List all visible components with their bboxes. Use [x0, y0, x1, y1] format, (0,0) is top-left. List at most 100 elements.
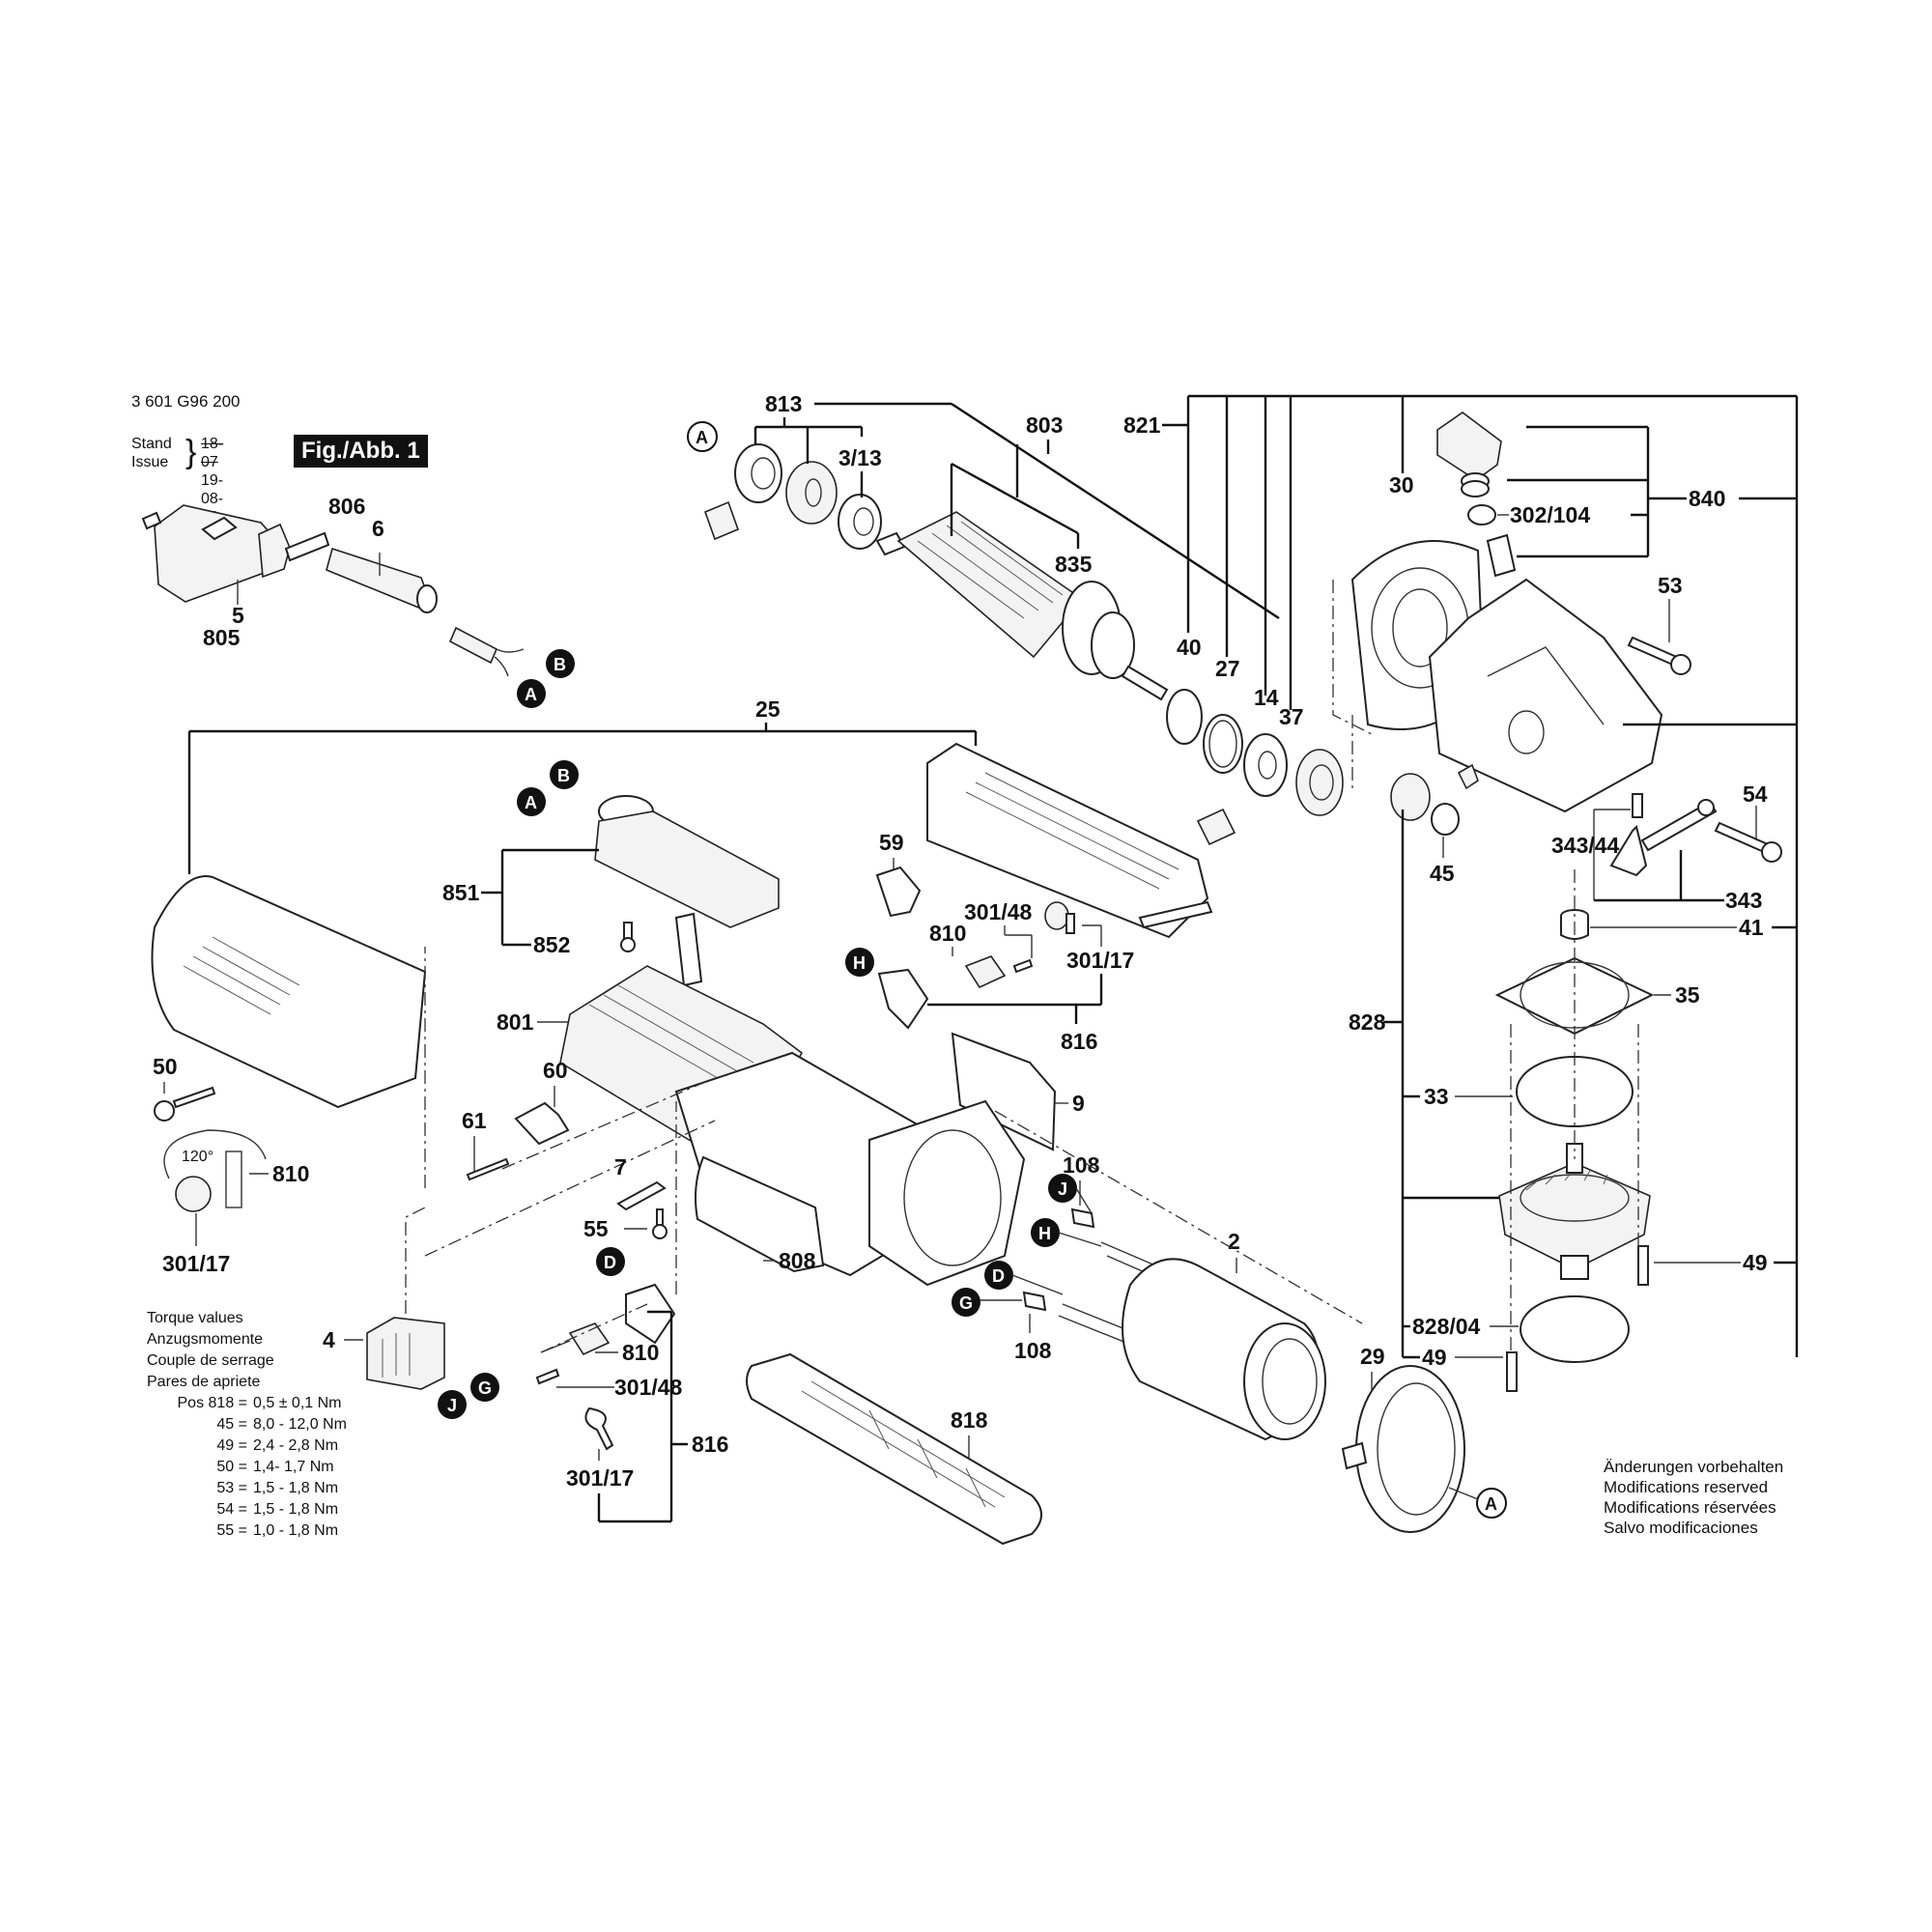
carbon-brush-810-lower[interactable]	[540, 1322, 611, 1356]
torque-row: 54 =1,5 - 1,8 Nm	[147, 1499, 347, 1520]
screw-301-48-lower[interactable]	[535, 1368, 560, 1385]
connector-H-motor: H	[1031, 1218, 1060, 1247]
label-816-upper: 816	[1061, 1029, 1097, 1054]
housing-top-shell[interactable]	[926, 742, 1213, 939]
spindle-lock-spring[interactable]	[1632, 793, 1643, 818]
spindle-lock-lever[interactable]	[1609, 799, 1718, 877]
label-805: 805	[203, 625, 241, 650]
label-2: 2	[1228, 1229, 1240, 1254]
brush-small[interactable]	[1196, 808, 1236, 846]
svg-text:H: H	[853, 953, 866, 973]
svg-text:A: A	[1485, 1494, 1497, 1514]
screw-49-left[interactable]	[1506, 1351, 1518, 1392]
torque-value: 2,4 - 2,8 Nm	[253, 1437, 339, 1454]
felt-ring[interactable]	[785, 461, 838, 525]
label-61: 61	[462, 1108, 487, 1133]
screw-852[interactable]	[620, 922, 636, 952]
connector-D-motor: D	[984, 1261, 1013, 1290]
brush-screw[interactable]	[1012, 958, 1034, 974]
air-guide-ring-29[interactable]	[1341, 1365, 1465, 1533]
lock-pin[interactable]	[1486, 533, 1517, 578]
sleeve-108-lower[interactable]	[1022, 1291, 1047, 1312]
label-840: 840	[1689, 486, 1725, 511]
carbon-brush-810[interactable]	[964, 955, 1007, 989]
armature-835[interactable]	[875, 511, 1169, 701]
svg-text:A: A	[696, 428, 708, 447]
field-coil-2[interactable]	[1058, 1241, 1326, 1441]
power-plug[interactable]	[141, 504, 330, 603]
brace-icon: }	[185, 434, 197, 470]
connector-G-motor: G	[952, 1288, 980, 1317]
svg-text:J: J	[1058, 1179, 1067, 1199]
small-spring[interactable]	[1457, 763, 1479, 790]
pinion-gear[interactable]	[1390, 773, 1431, 821]
torque-title-fr: Couple de serrage	[147, 1352, 274, 1369]
rear-cover[interactable]	[151, 875, 427, 1109]
label-810-upper: 810	[929, 921, 966, 946]
svg-text:A: A	[525, 685, 537, 704]
bearing-cover-37[interactable]	[1295, 749, 1344, 816]
switch-851[interactable]	[594, 795, 780, 987]
svg-text:G: G	[959, 1293, 973, 1313]
label-45: 45	[1430, 861, 1455, 886]
screw-49-right[interactable]	[1637, 1245, 1649, 1286]
torque-row: 45 =8,0 - 12,0 Nm	[147, 1414, 347, 1435]
bearing-3-13[interactable]	[838, 494, 882, 550]
cable-clamp-59[interactable]	[875, 866, 922, 918]
label-108-lower: 108	[1014, 1338, 1052, 1363]
switch-4[interactable]	[366, 1317, 445, 1390]
seal-27[interactable]	[1203, 714, 1243, 774]
label-35: 35	[1675, 982, 1700, 1008]
screw-53[interactable]	[1627, 636, 1691, 675]
handle-cover-818[interactable]	[746, 1352, 1042, 1546]
lock-button[interactable]	[1436, 412, 1502, 481]
torque-values-table: Torque values Anzugsmomente Couple de se…	[147, 1308, 347, 1542]
torque-pos: Pos 818 =	[177, 1395, 248, 1411]
gear-housing[interactable]	[1428, 578, 1663, 813]
brush-holder-lower[interactable]	[625, 1283, 676, 1345]
label-5: 5	[232, 603, 244, 628]
screw-55[interactable]	[652, 1208, 668, 1239]
bearing-813[interactable]	[734, 443, 782, 503]
label-816-lower: 816	[692, 1432, 728, 1457]
fan-gear[interactable]	[703, 500, 740, 541]
label-41: 41	[1739, 915, 1764, 940]
label-14: 14	[1254, 685, 1279, 710]
svg-text:A: A	[525, 793, 537, 812]
connector-J-switch: J	[438, 1390, 467, 1419]
o-ring-828-04[interactable]	[1520, 1295, 1630, 1363]
spindle-gear-assembly[interactable]	[1498, 1143, 1651, 1280]
cable-sleeve[interactable]	[326, 547, 438, 613]
retaining-ring-40[interactable]	[1166, 689, 1203, 745]
o-ring-302-104[interactable]	[1467, 504, 1496, 526]
screw-54[interactable]	[1714, 821, 1782, 863]
document-number: 3 601 G96 200	[131, 392, 241, 411]
plate-7[interactable]	[616, 1180, 667, 1211]
torque-title-de: Anzugsmomente	[147, 1331, 264, 1348]
brush-holder-upper[interactable]	[877, 968, 929, 1030]
label-30: 30	[1389, 472, 1414, 497]
label-301-48-upper: 301/48	[964, 899, 1033, 924]
pin-61[interactable]	[466, 1157, 510, 1181]
label-828: 828	[1349, 1009, 1386, 1035]
brush-spring-301-17-lower[interactable]	[584, 1406, 614, 1451]
connector-G-switch: G	[470, 1373, 499, 1402]
mod-line-en: Modifications reserved	[1604, 1478, 1769, 1496]
label-plate-808[interactable]	[695, 1155, 825, 1273]
label-301-17-detail: 301/17	[162, 1251, 230, 1276]
stand-label: Stand	[131, 436, 172, 452]
connector-A-switch: A	[517, 787, 546, 816]
nut-45[interactable]	[1431, 803, 1460, 836]
bearing-14[interactable]	[1243, 733, 1288, 797]
label-806: 806	[328, 494, 365, 519]
sleeve-108-upper[interactable]	[1070, 1208, 1095, 1229]
label-plate-9[interactable]	[951, 1032, 1057, 1151]
brush-spring-301-17[interactable]	[1044, 901, 1075, 934]
old-date: 18-07	[201, 436, 224, 470]
screw-50[interactable]	[154, 1086, 216, 1122]
spring[interactable]	[1461, 472, 1490, 497]
flange-plate-35[interactable]	[1494, 956, 1655, 1036]
pivot-bracket-60[interactable]	[514, 1101, 570, 1146]
cable-end[interactable]	[448, 626, 525, 677]
label-828-04: 828/04	[1412, 1314, 1481, 1339]
